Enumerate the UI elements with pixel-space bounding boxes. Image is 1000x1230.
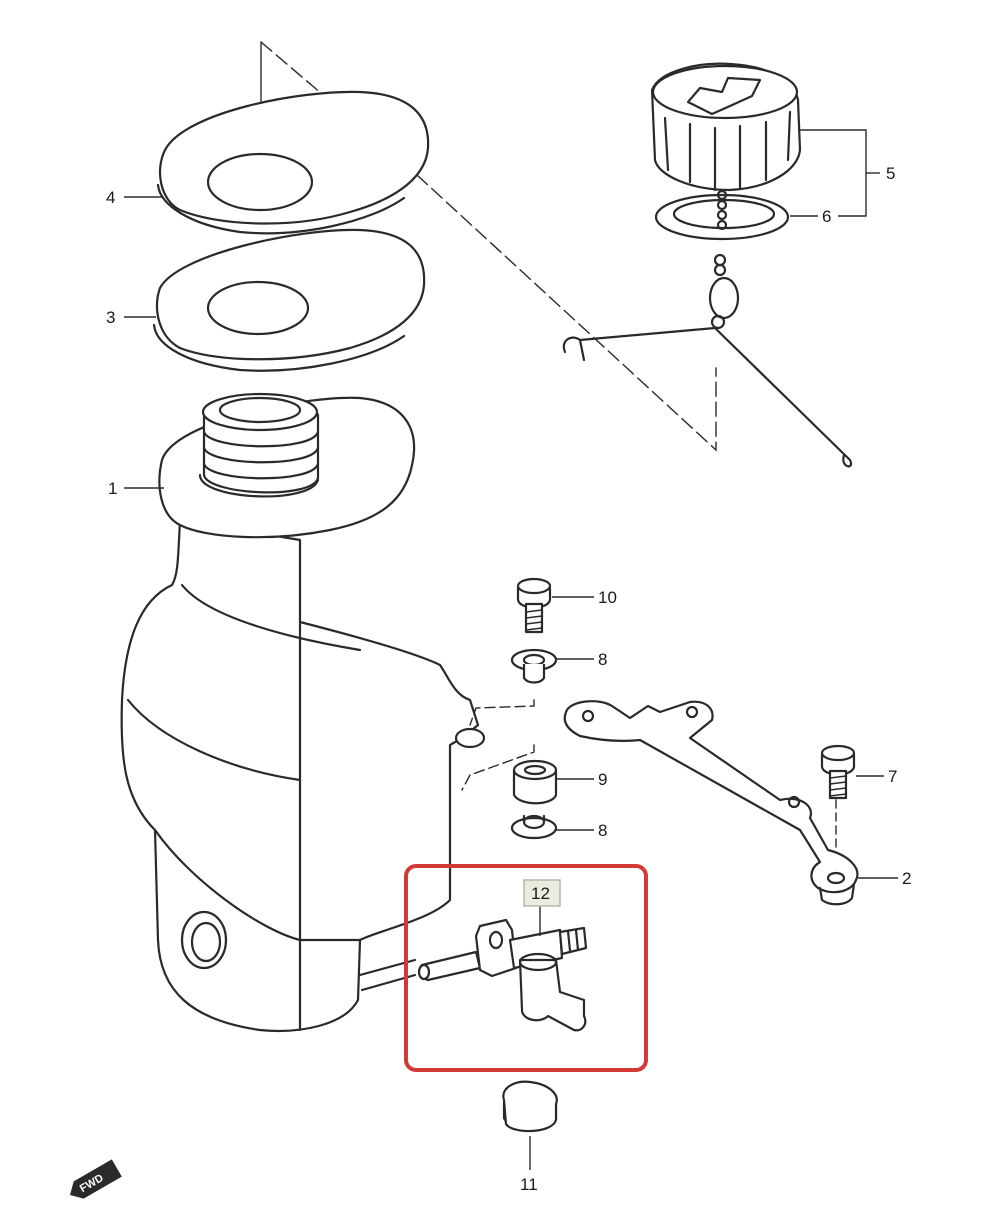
- callout-6: 6: [822, 207, 831, 226]
- callout-8-lower: 8: [598, 821, 607, 840]
- callout-11: 11: [520, 1175, 538, 1194]
- callout-3: 3: [106, 308, 115, 327]
- part-11-cap: [502, 1080, 558, 1133]
- callouts: 4 3 1 5 6 10 8 9 8 7 2 11 12: [106, 164, 911, 1194]
- label-tag-part-12: [523, 879, 561, 907]
- callout-5: 5: [886, 164, 895, 183]
- part-8-collar-lower: [510, 814, 558, 840]
- part-2-bracket: [563, 700, 859, 906]
- part-3-gasket: [152, 228, 426, 372]
- callout-8-upper: 8: [598, 650, 607, 669]
- part-6-cap-gasket: [562, 189, 853, 468]
- highlight-box-part-12: [404, 864, 648, 1072]
- part-7-bolt: [820, 744, 856, 800]
- callout-2: 2: [902, 869, 911, 888]
- callout-4: 4: [106, 188, 115, 207]
- part-9-grommet: [512, 759, 558, 805]
- part-5-filler-cap: [650, 62, 802, 192]
- part-12-fuel-cock: [417, 906, 588, 1032]
- callout-1: 1: [108, 479, 117, 498]
- part-10-bolt: [516, 577, 552, 634]
- fwd-arrow-icon: FWD: [70, 1159, 122, 1199]
- part-4-gasket: [156, 90, 430, 235]
- callout-7: 7: [888, 767, 897, 786]
- callout-12: 12: [531, 884, 550, 903]
- callout-10: 10: [598, 588, 617, 607]
- part-1-oil-tank: [120, 392, 486, 1032]
- leader-lines: [124, 129, 898, 1170]
- part-8-collar-upper: [510, 648, 558, 684]
- callout-9: 9: [598, 770, 607, 789]
